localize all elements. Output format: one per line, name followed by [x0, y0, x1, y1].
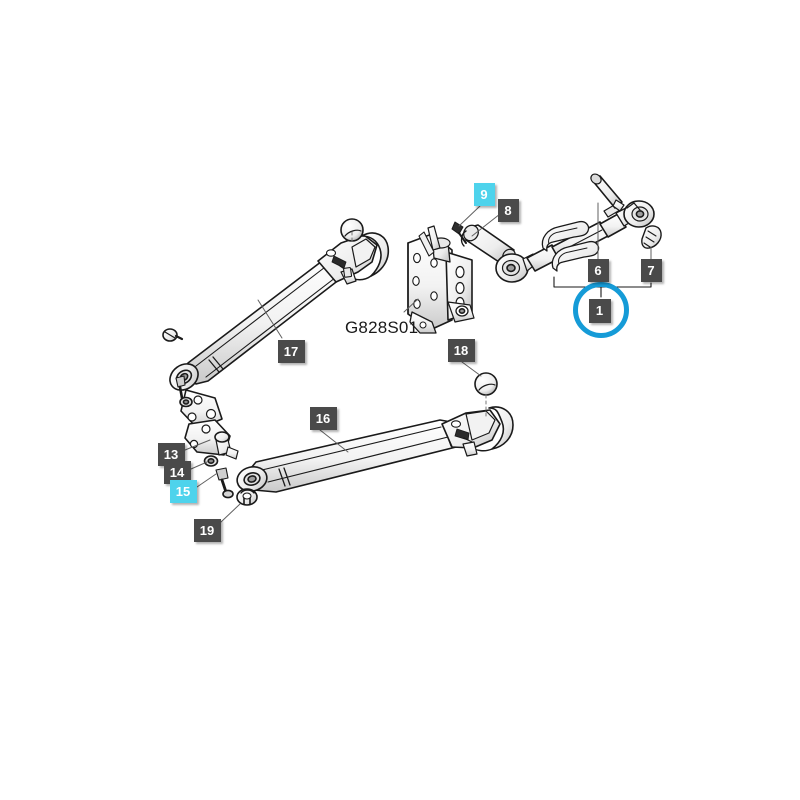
callout-label-8[interactable]: 8 — [498, 199, 519, 222]
highlight-ring-callout-1 — [573, 282, 629, 338]
callout-label-15[interactable]: 15 — [170, 480, 197, 503]
part-ball-end-cap-lower — [474, 372, 498, 417]
callout-label-19[interactable]: 19 — [194, 519, 221, 542]
part-bolt-15 — [215, 467, 234, 499]
part-bolt-upper-left — [162, 328, 184, 342]
part-washer-13a — [179, 396, 193, 408]
part-center-mount-bracket — [407, 225, 475, 334]
callout-label-16[interactable]: 16 — [310, 407, 337, 430]
callout-label-6[interactable]: 6 — [588, 259, 609, 282]
callout-label-17[interactable]: 17 — [278, 340, 305, 363]
part-ball-end-cap-upper — [340, 218, 364, 242]
callout-label-13[interactable]: 13 — [158, 443, 185, 466]
callout-label-14[interactable]: 14 — [164, 461, 191, 484]
part-linch-pin-7 — [641, 225, 662, 249]
part-ball-joint-bracket-lower — [184, 419, 239, 460]
part-code-label: G828S01 — [345, 318, 419, 337]
callout-label-18[interactable]: 18 — [448, 339, 475, 362]
part-lower-link-arm-right — [236, 406, 514, 493]
callout-label-1[interactable]: 1 — [589, 299, 611, 323]
callout-label-9[interactable]: 9 — [474, 183, 495, 206]
part-lower-link-arm-left — [169, 232, 390, 391]
part-bolt-13a — [175, 375, 186, 400]
part-top-link-turnbuckle — [495, 200, 655, 283]
part-top-link-pin-6 — [590, 173, 625, 212]
part-washer-14 — [203, 455, 219, 467]
part-retaining-clip-19 — [236, 488, 258, 506]
callout-label-7[interactable]: 7 — [641, 259, 662, 282]
leader-lines — [184, 202, 652, 523]
